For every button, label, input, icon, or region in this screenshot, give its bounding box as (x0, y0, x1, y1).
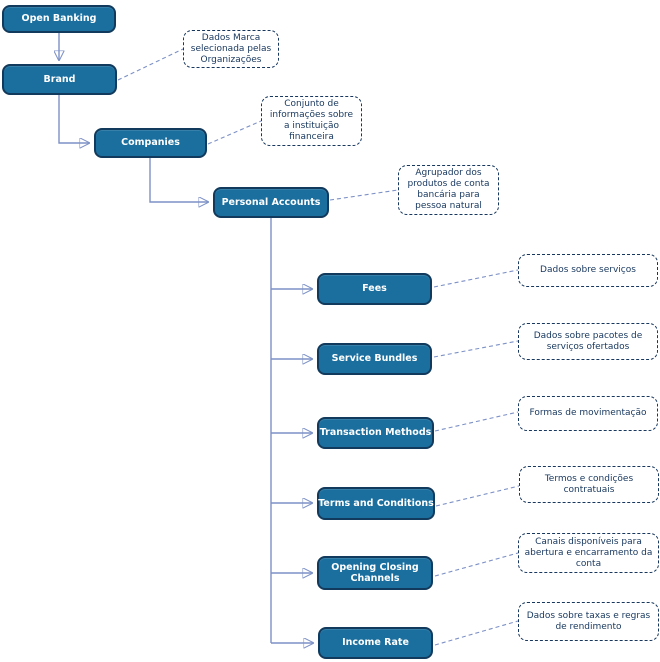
annotation-personal-accounts: Agrupador dos produtos de conta bancária… (398, 165, 499, 215)
node-income-rate: Income Rate (318, 627, 433, 659)
annotation-income-rate: Dados sobre taxas e regras de rendimento (518, 602, 659, 641)
node-fees: Fees (317, 273, 432, 305)
connector-annotation-opening-closing (434, 552, 519, 577)
connector-annotation-service-bundles (433, 340, 519, 358)
connector-annotation-fees (433, 269, 519, 288)
annotation-fees: Dados sobre serviços (518, 254, 658, 287)
connector-companies-personalaccounts (149, 158, 208, 202)
connector-annotation-personal-accounts (329, 189, 399, 201)
node-opening-closing-channels: Opening Closing Channels (317, 556, 433, 590)
node-brand: Brand (2, 64, 117, 95)
node-terms-and-conditions: Terms and Conditions (317, 487, 435, 520)
annotation-opening-closing-channels: Canais disponíveis para abertura e encar… (518, 533, 659, 573)
connector-annotation-transaction-methods (434, 411, 519, 432)
connector-annotation-terms-and-conditions (435, 485, 520, 507)
node-companies: Companies (94, 128, 207, 158)
node-transaction-methods: Transaction Methods (317, 417, 434, 449)
node-personal-accounts: Personal Accounts (213, 187, 329, 218)
annotation-companies: Conjunto de informações sobre a institui… (261, 96, 362, 146)
connector-annotation-companies (207, 120, 262, 145)
node-service-bundles: Service Bundles (317, 343, 432, 375)
annotation-transaction-methods: Formas de movimentação (518, 396, 658, 431)
connector-brand-companies (58, 95, 89, 143)
connector-annotation-brand (117, 48, 184, 81)
annotation-service-bundles: Dados sobre pacotes de serviços ofertado… (518, 323, 658, 360)
annotation-brand: Dados Marca selecionada pelas Organizaçõ… (183, 30, 279, 68)
annotation-terms-and-conditions: Termos e condições contratuais (519, 466, 659, 503)
connector-annotation-income-rate (434, 620, 519, 646)
node-open-banking: Open Banking (2, 5, 116, 33)
